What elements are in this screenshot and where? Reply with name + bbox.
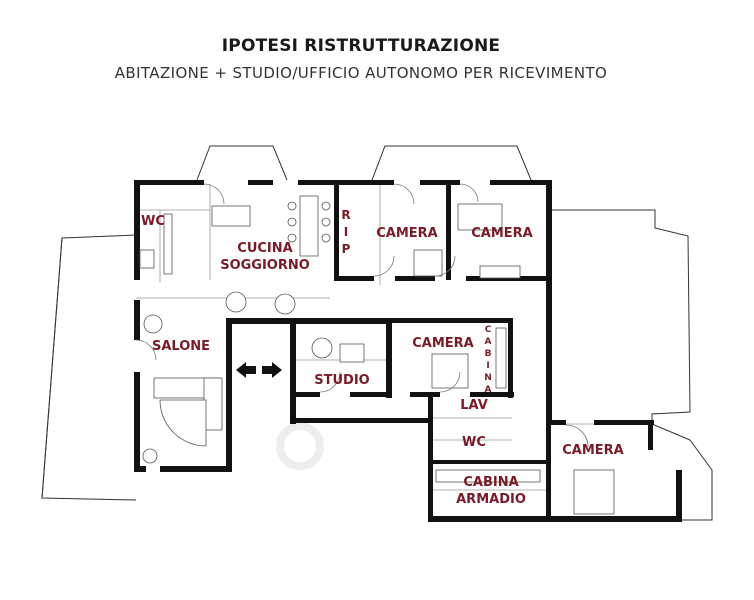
plan-subtitle: ABITAZIONE + STUDIO/UFFICIO AUTONOMO PER… [114, 64, 608, 82]
room-labels: WC CUCINA SOGGIORNO R I P CAMERA CAMERA … [141, 208, 624, 507]
room-cabina-a1: A [485, 337, 492, 347]
room-soggiorno: SOGGIORNO [220, 258, 310, 273]
furniture [139, 195, 615, 515]
room-cabina-armadio-2: ARMADIO [456, 492, 526, 507]
room-cabina-c: C [485, 325, 492, 335]
room-cabina-armadio-1: CABINA [463, 475, 518, 490]
double-arrow-icon [236, 362, 282, 378]
room-wc-mid: WC [462, 435, 486, 450]
room-studio: STUDIO [314, 373, 369, 388]
room-camera-1: CAMERA [376, 226, 438, 241]
room-salone: SALONE [152, 339, 210, 354]
room-camera-4: CAMERA [562, 443, 624, 458]
room-camera-2: CAMERA [471, 226, 533, 241]
room-cabina-n: N [484, 373, 492, 383]
room-cabina-a2: A [485, 385, 492, 395]
terraces [41, 145, 713, 521]
room-cucina: CUCINA [237, 241, 292, 256]
room-cabina-i: I [486, 361, 489, 371]
door-swings [135, 183, 589, 448]
room-rip-p: P [342, 242, 351, 256]
room-lav: LAV [460, 398, 488, 413]
plan-title: IPOTESI RISTRUTTURAZIONE [221, 36, 501, 56]
walls [134, 180, 682, 522]
room-rip-r: R [341, 208, 350, 222]
watermark-logo [276, 422, 324, 470]
room-cabina-b: B [485, 349, 492, 359]
room-wc-top: WC [141, 214, 165, 229]
room-camera-3: CAMERA [412, 336, 474, 351]
room-rip-i: I [344, 225, 348, 239]
